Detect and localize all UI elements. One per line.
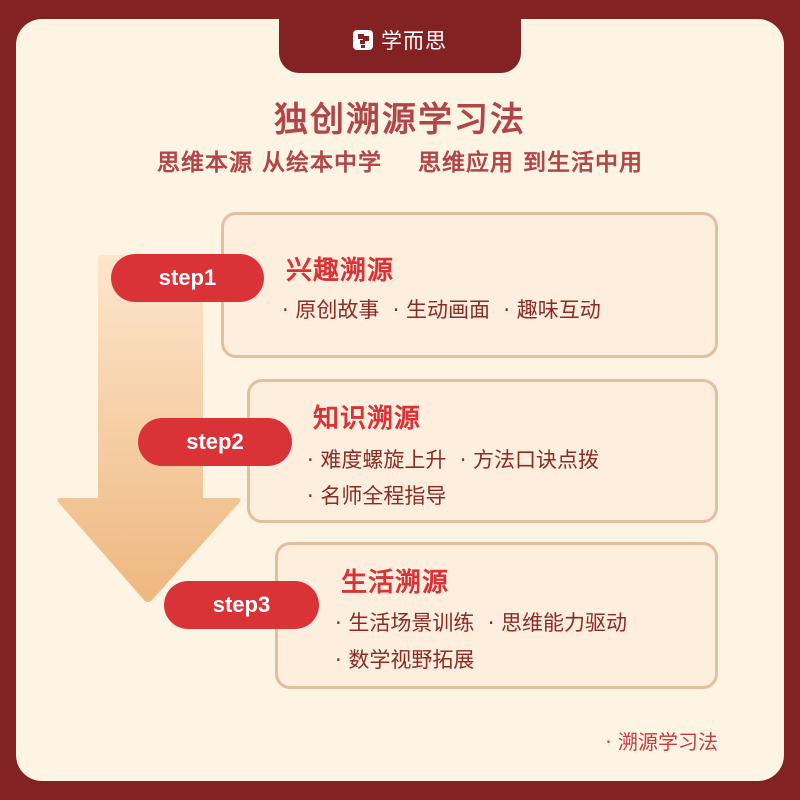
page-subtitle: 思维本源 从绘本中学 思维应用 到生活中用 — [156, 150, 644, 176]
step-card-2 — [247, 379, 718, 523]
step-detail-3-line-2: · 数学视野拓展 — [335, 648, 475, 672]
step-card-1 — [221, 212, 718, 358]
step-detail-1-line-1: · 原创故事 · 生动画面 · 趣味互动 — [282, 298, 601, 322]
footer-note: · 溯源学习法 — [605, 730, 718, 754]
step-badge-3: step3 — [164, 581, 319, 629]
step-detail-3-line-1: · 生活场景训练 · 思维能力驱动 — [335, 611, 628, 635]
step-title-1: 兴趣溯源 — [286, 256, 395, 286]
brand-logo-icon — [353, 29, 373, 50]
step-badge-1: step1 — [111, 254, 264, 302]
page-title: 独创溯源学习法 — [274, 100, 526, 140]
step-badge-2: step2 — [138, 418, 292, 466]
step-title-2: 知识溯源 — [313, 404, 422, 434]
step-detail-2-line-1: · 难度螺旋上升 · 方法口诀点拨 — [307, 448, 600, 472]
step-title-3: 生活溯源 — [341, 568, 450, 598]
step-detail-2-line-2: · 名师全程指导 — [307, 484, 447, 508]
brand-name: 学而思 — [381, 28, 447, 53]
brand-header: 学而思 — [279, 0, 521, 73]
